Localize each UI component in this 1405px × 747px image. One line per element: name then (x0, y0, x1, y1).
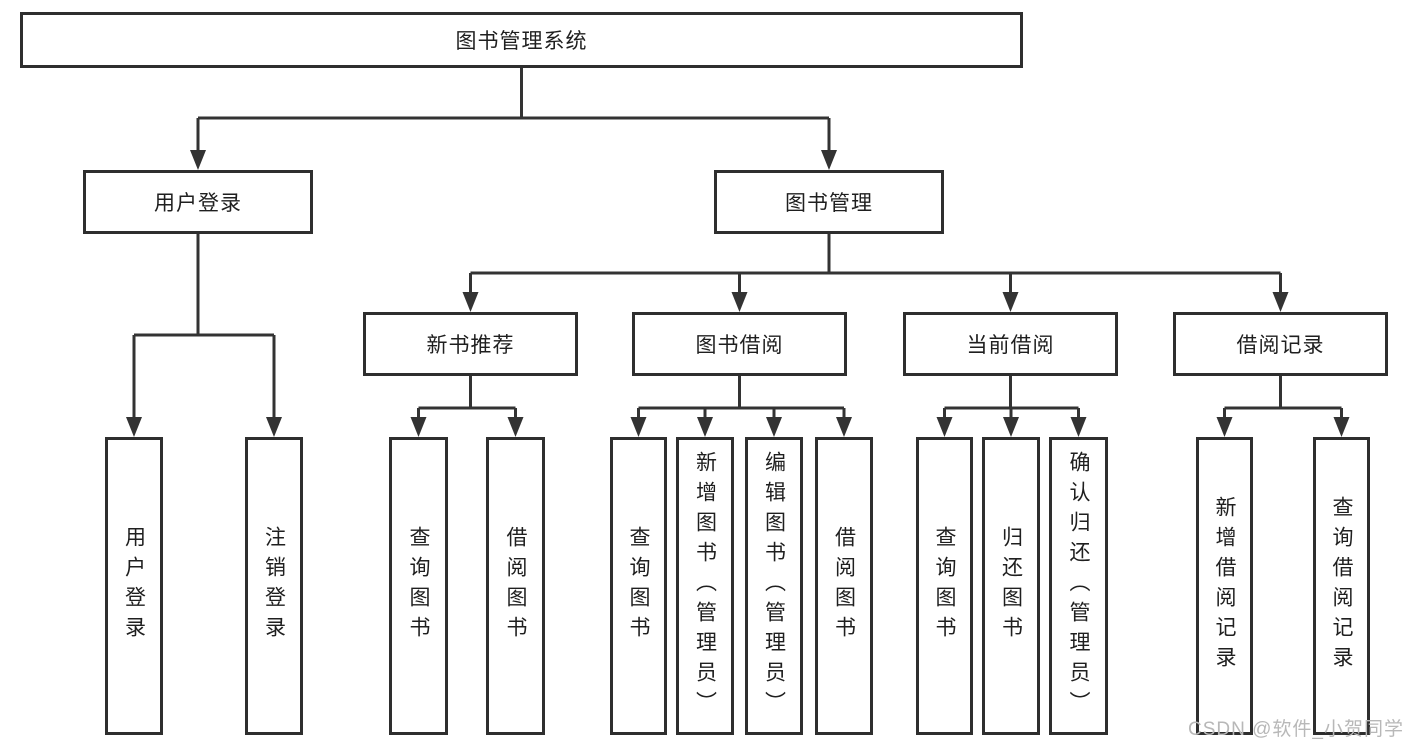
node-borrowing-records: 借阅记录 (1173, 312, 1388, 376)
node-current-borrowing: 当前借阅 (903, 312, 1118, 376)
leaf-borrow-books-recommend: 借阅图书 (486, 437, 545, 735)
leaf-borrow-books-recommend-label: 借阅图书 (504, 526, 527, 646)
leaf-borrow-books-borrowing: 借阅图书 (815, 437, 873, 735)
leaf-confirm-return-admin-label: 确认归还（管理员） (1067, 451, 1090, 721)
leaf-query-books-borrowing-label: 查询图书 (627, 526, 650, 646)
connector-root-to-level2 (190, 68, 837, 170)
leaf-query-books-recommend-label: 查询图书 (407, 526, 430, 646)
leaf-borrow-books-borrowing-label: 借阅图书 (832, 526, 856, 646)
leaf-query-books-borrowing: 查询图书 (610, 437, 667, 735)
node-user-login: 用户登录 (83, 170, 313, 234)
leaf-user-login-label: 用户登录 (122, 526, 146, 646)
leaf-add-borrow-record: 新增借阅记录 (1196, 437, 1253, 735)
leaf-confirm-return-admin: 确认归还（管理员） (1049, 437, 1108, 735)
leaf-query-books-recommend: 查询图书 (389, 437, 448, 735)
node-book-management: 图书管理 (714, 170, 944, 234)
leaf-add-book-admin: 新增图书（管理员） (676, 437, 734, 735)
node-library-management-system: 图书管理系统 (20, 12, 1023, 68)
leaf-query-books-current-label: 查询图书 (933, 526, 956, 646)
leaf-user-login: 用户登录 (105, 437, 163, 735)
leaf-logout: 注销登录 (245, 437, 303, 735)
leaf-return-books: 归还图书 (982, 437, 1040, 735)
leaf-logout-label: 注销登录 (262, 526, 286, 646)
leaf-edit-book-admin: 编辑图书（管理员） (745, 437, 803, 735)
connector-borrowing-records-children (1216, 376, 1350, 437)
leaf-query-borrow-record: 查询借阅记录 (1313, 437, 1370, 735)
leaf-return-books-label: 归还图书 (999, 526, 1023, 646)
leaf-query-borrow-record-label: 查询借阅记录 (1330, 496, 1353, 676)
connector-current-borrowing-children (936, 376, 1087, 437)
connector-new-book-recommendation-children (410, 376, 524, 437)
connector-book-borrowing-children (630, 376, 852, 437)
leaf-edit-book-admin-label: 编辑图书（管理员） (762, 451, 786, 721)
connector-book-management-children (462, 234, 1289, 312)
csdn-watermark: CSDN @软件_小贺同学 (1188, 719, 1404, 740)
leaf-query-books-current: 查询图书 (916, 437, 973, 735)
node-new-book-recommendation: 新书推荐 (363, 312, 578, 376)
node-book-borrowing: 图书借阅 (632, 312, 847, 376)
leaf-add-book-admin-label: 新增图书（管理员） (693, 451, 717, 721)
leaf-add-borrow-record-label: 新增借阅记录 (1213, 496, 1236, 676)
connector-user-login-children (126, 234, 282, 437)
